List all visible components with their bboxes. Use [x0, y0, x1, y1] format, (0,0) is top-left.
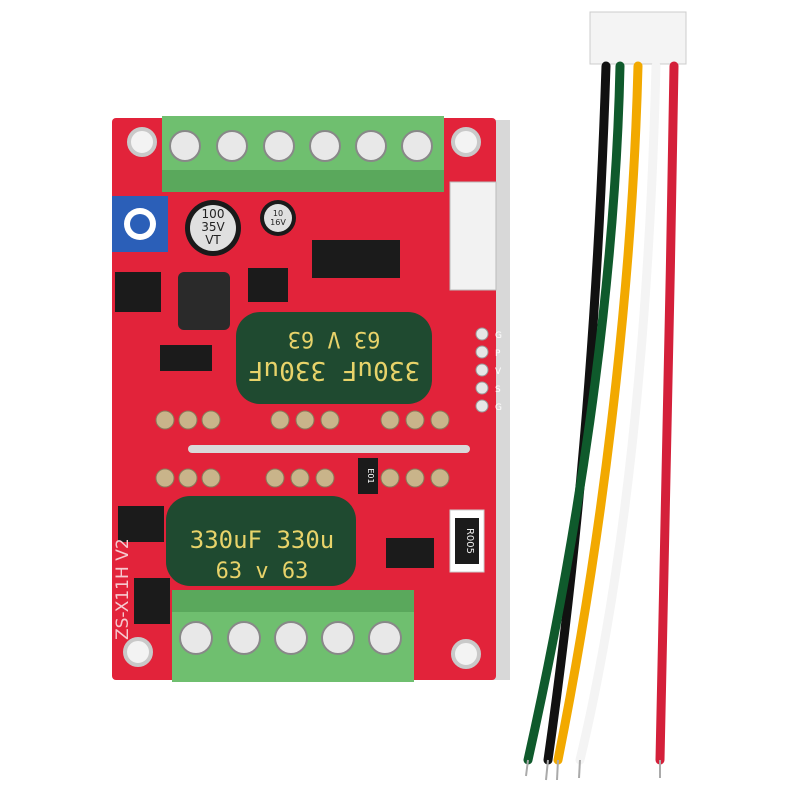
cap-text: 35V	[201, 220, 225, 234]
shunt-resistor: R005	[449, 509, 485, 573]
cap-text: 100	[202, 207, 225, 221]
cap-text: 10	[273, 209, 283, 218]
pin-label: G	[495, 331, 502, 341]
wire-green	[523, 61, 625, 765]
pin-label: P	[495, 349, 501, 359]
pin-label: V	[495, 367, 502, 377]
capacitor-100uf: 100 35V VT	[185, 200, 241, 256]
wire-harness	[523, 11, 687, 781]
cap-text: 63 V 63	[288, 326, 381, 351]
capacitor-330uf-top: 63 V 63 330uF 330uF	[236, 312, 432, 404]
cap-text: VT	[205, 233, 221, 247]
cap-text: 63 v 63	[216, 559, 309, 584]
terminal-block-top	[162, 116, 444, 192]
mounting-holes	[123, 127, 481, 669]
cap-text: 330uF 330u	[190, 526, 335, 554]
board-connector	[449, 181, 497, 291]
terminal-block-bottom	[172, 590, 414, 682]
wire-yellow	[553, 61, 643, 765]
resistor-text: E01	[366, 468, 375, 483]
cap-text: 330uF 330uF	[248, 355, 420, 385]
wire-white	[575, 61, 661, 765]
potentiometer	[112, 196, 168, 252]
cap-text: 16V	[270, 218, 286, 227]
smd-resistor: E01	[358, 458, 378, 494]
mosfet-rows	[155, 410, 450, 488]
capacitor-10uf: 10 16V	[260, 200, 296, 236]
wire-connector	[589, 11, 687, 65]
pin-label: G	[495, 403, 502, 413]
signal-pins: G P V S G	[475, 327, 502, 413]
shunt-wire	[188, 445, 470, 453]
board-label: ZS-X11H V2	[113, 538, 133, 640]
ics	[115, 240, 434, 624]
capacitor-330uf-bottom: 330uF 330u 63 v 63	[166, 496, 356, 586]
resistor-text: R005	[464, 528, 475, 554]
wire-black	[543, 61, 611, 765]
pin-label: S	[495, 385, 501, 395]
wire-red	[655, 61, 679, 765]
